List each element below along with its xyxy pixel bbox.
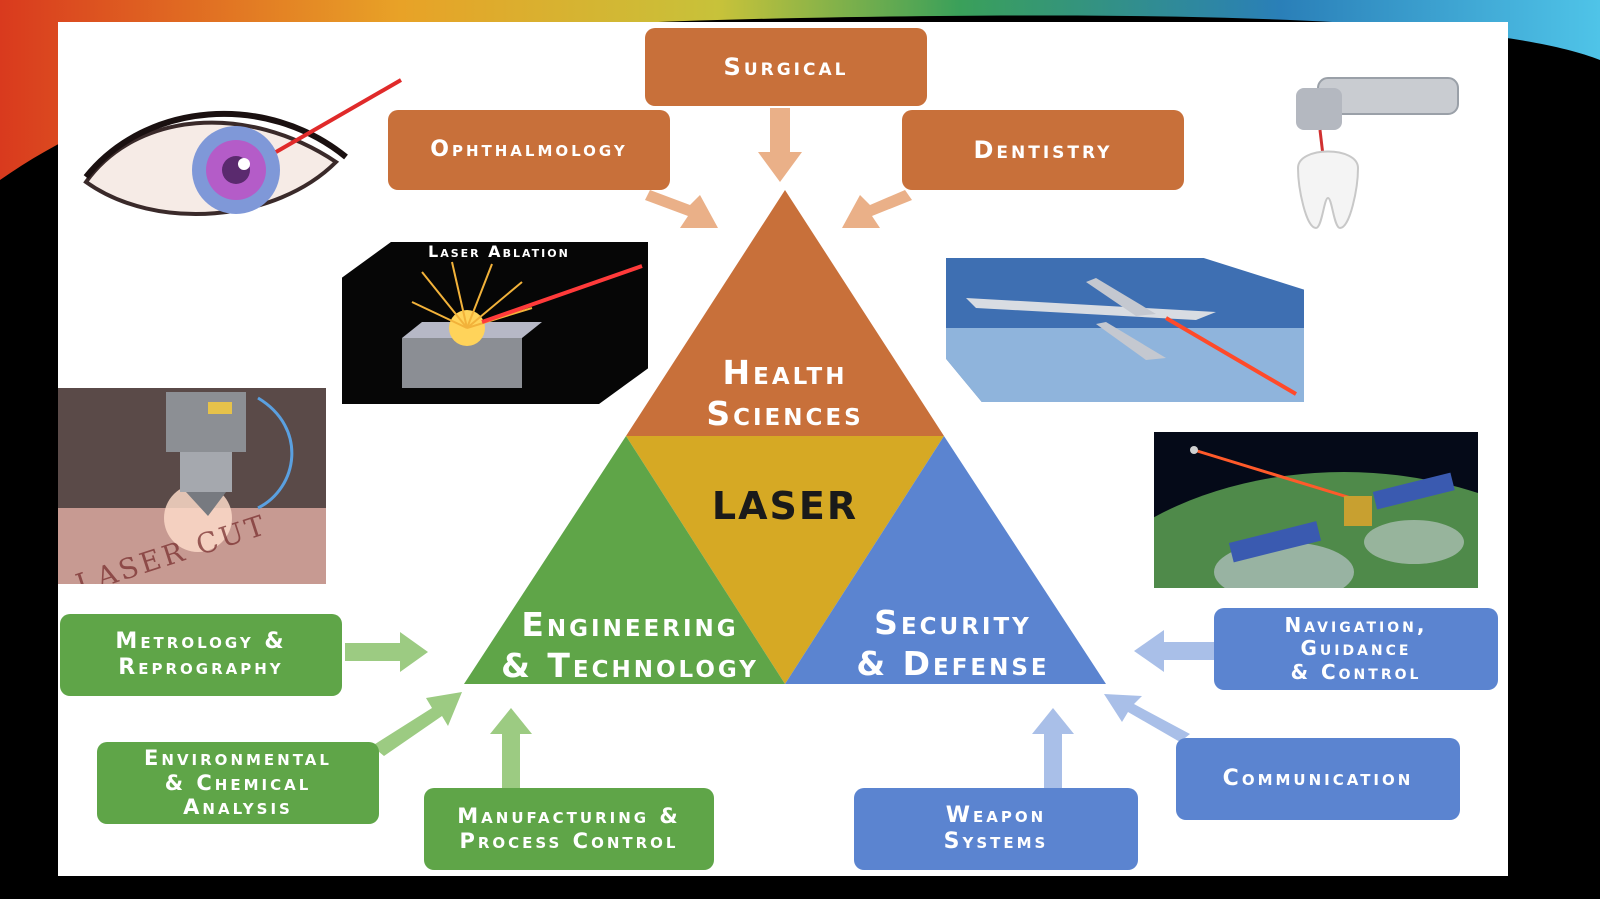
ophthalmology-label: Ophthalmology xyxy=(430,137,628,163)
ophthalmology-arrow xyxy=(645,190,718,228)
manufacturing-label: Manufacturing & Process Control xyxy=(457,804,681,853)
laser-ablation-caption: Laser Ablation xyxy=(428,242,570,261)
health-sciences-triangle xyxy=(626,190,944,436)
metrology-label: Metrology & Reprography xyxy=(115,629,287,680)
eye-laser-icon xyxy=(76,72,406,232)
navigation-label: Navigation, Guidance & Control xyxy=(1284,612,1428,684)
weapon-label: Weapon Systems xyxy=(943,803,1049,854)
metrology-arrow xyxy=(345,632,428,672)
weapon-arrow xyxy=(1032,708,1074,790)
laser-ablation-icon: Laser Ablation xyxy=(342,242,648,404)
dentistry-arrow xyxy=(842,190,912,228)
environmental-arrow xyxy=(372,692,462,756)
manufacturing-arrow xyxy=(490,708,532,790)
surgical-arrow xyxy=(758,108,802,182)
dental-drill-icon xyxy=(1278,48,1468,238)
environmental-box: Environmental & Chemical Analysis xyxy=(97,742,379,824)
security-label: Security & Defense xyxy=(856,603,1050,684)
manufacturing-box: Manufacturing & Process Control xyxy=(424,788,714,870)
security-triangle xyxy=(785,436,1106,684)
satellite-earth-icon xyxy=(1154,432,1478,588)
drone-icon xyxy=(946,258,1304,402)
communication-box: Communication xyxy=(1176,738,1460,820)
metrology-box: Metrology & Reprography xyxy=(60,614,342,696)
dentistry-box: Dentistry xyxy=(902,110,1184,190)
surgical-label: Surgical xyxy=(723,52,849,81)
communication-arrow xyxy=(1104,694,1190,742)
weapon-box: Weapon Systems xyxy=(854,788,1138,870)
communication-label: Communication xyxy=(1222,766,1414,792)
navigation-arrow xyxy=(1134,630,1220,672)
laser-center-triangle xyxy=(626,436,944,684)
ophthalmology-box: Ophthalmology xyxy=(388,110,670,190)
laser-label: LASER xyxy=(711,484,859,528)
laser-cutter-icon: LASER CUT xyxy=(58,388,326,584)
engineering-label: Engineering & Technology xyxy=(501,605,759,686)
dentistry-label: Dentistry xyxy=(973,135,1113,164)
surgical-box: Surgical xyxy=(645,28,927,106)
engineering-triangle xyxy=(464,436,785,684)
environmental-label: Environmental & Chemical Analysis xyxy=(144,745,332,820)
health-sciences-label: Health Sciences xyxy=(706,353,864,434)
navigation-box: Navigation, Guidance & Control xyxy=(1214,608,1498,690)
